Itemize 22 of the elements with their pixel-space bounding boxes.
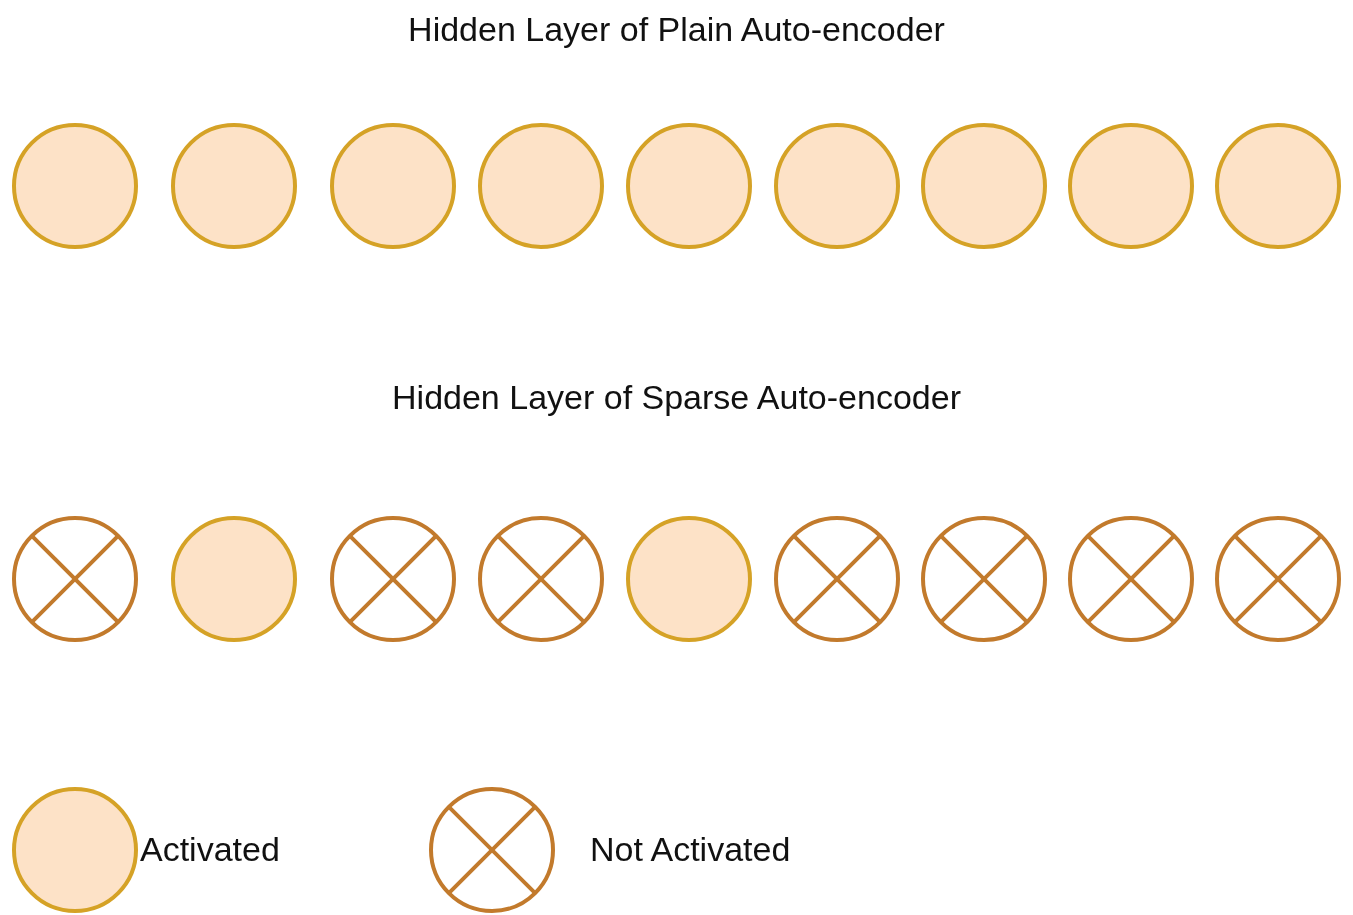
active-neuron-circle bbox=[773, 122, 901, 250]
layer-heading: Hidden Layer of Sparse Auto-encoder bbox=[392, 378, 961, 417]
legend-label: Activated bbox=[140, 830, 280, 869]
inactive-neuron-circle bbox=[920, 515, 1048, 643]
active-neuron-circle bbox=[625, 515, 753, 643]
legend-label: Not Activated bbox=[590, 830, 791, 869]
layer-heading: Hidden Layer of Plain Auto-encoder bbox=[408, 10, 945, 49]
active-neuron-circle bbox=[170, 515, 298, 643]
inactive-neuron-circle bbox=[477, 515, 605, 643]
inactive-neuron-circle bbox=[1067, 515, 1195, 643]
inactive-neuron-circle bbox=[1214, 515, 1342, 643]
active-neuron-circle bbox=[1214, 122, 1342, 250]
active-neuron-circle bbox=[170, 122, 298, 250]
active-neuron-circle bbox=[329, 122, 457, 250]
active-neuron-circle bbox=[477, 122, 605, 250]
active-neuron-circle bbox=[1067, 122, 1195, 250]
active-neuron-circle bbox=[920, 122, 1048, 250]
inactive-neuron-circle bbox=[773, 515, 901, 643]
active-neuron-circle bbox=[11, 122, 139, 250]
inactive-neuron-circle bbox=[329, 515, 457, 643]
inactive-neuron-circle bbox=[11, 515, 139, 643]
active-neuron-circle bbox=[625, 122, 753, 250]
